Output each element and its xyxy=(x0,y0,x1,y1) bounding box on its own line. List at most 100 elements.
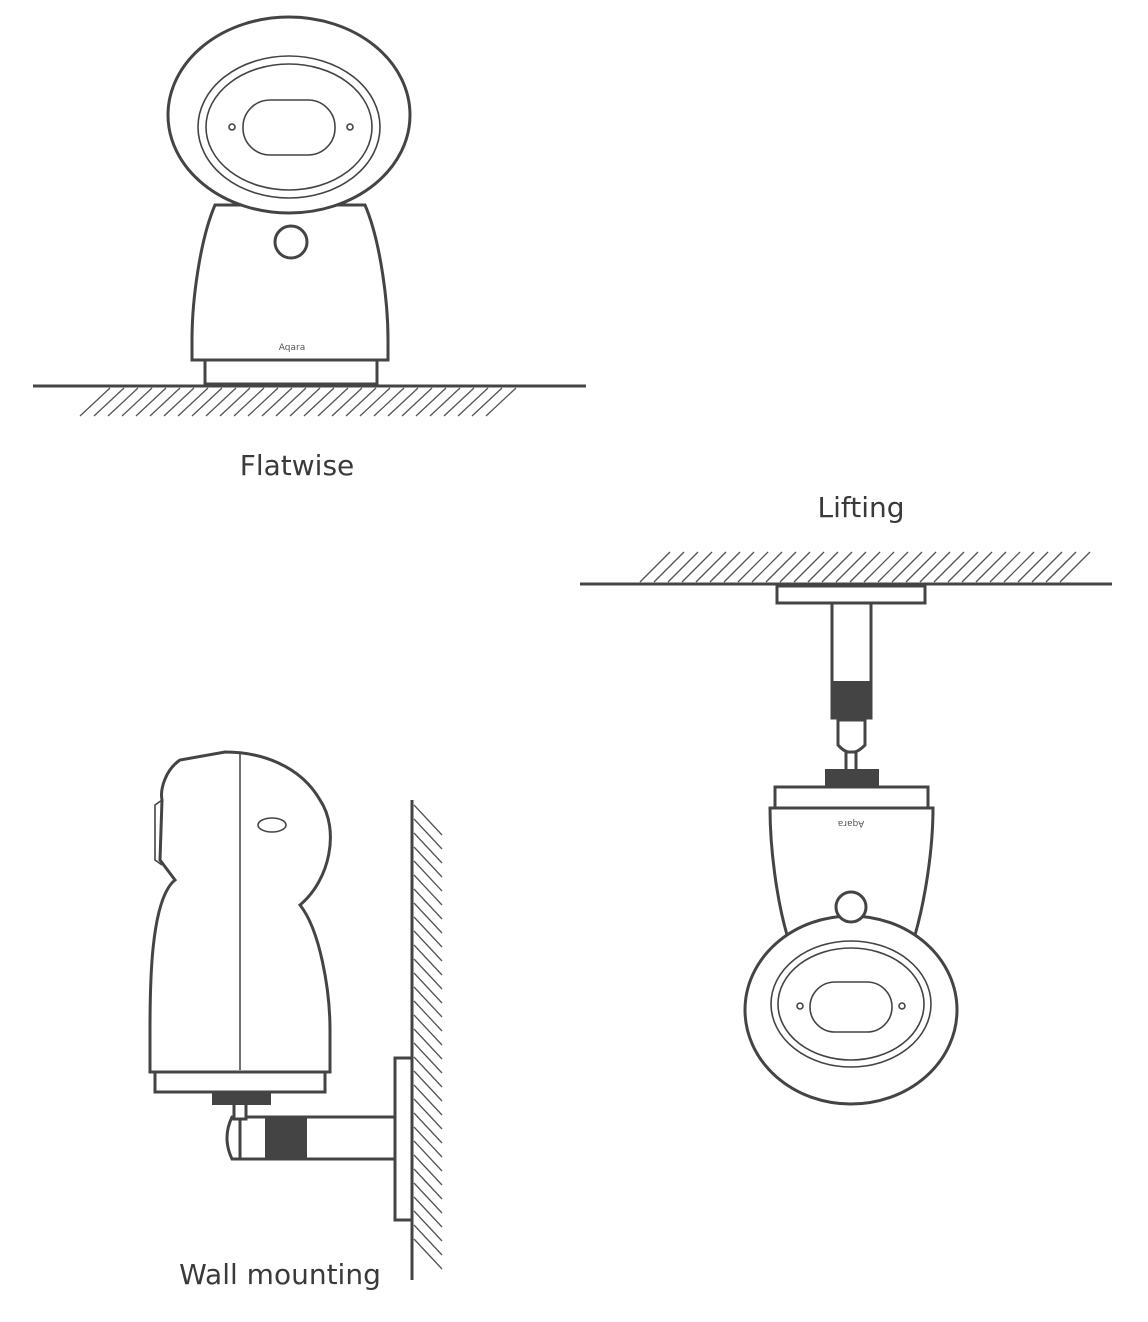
wall-mounting-illustration xyxy=(148,750,443,1280)
hatch-line xyxy=(345,387,377,417)
hatch-line xyxy=(413,1112,443,1144)
hatch-line xyxy=(413,944,443,976)
hatch-line xyxy=(413,832,443,864)
hatch-line xyxy=(429,387,461,417)
label-lifting: Lifting xyxy=(817,491,905,524)
hatch-line xyxy=(751,551,783,583)
hatch-line xyxy=(413,930,443,962)
hatch-line xyxy=(413,888,443,920)
hatch-line xyxy=(413,860,443,892)
hatch-line xyxy=(961,551,993,583)
hatch-line xyxy=(1017,551,1049,583)
lifting-illustration: Aqara xyxy=(580,551,1112,1106)
hatch-line xyxy=(233,387,265,417)
hatch-line xyxy=(1059,551,1091,583)
hatch-line xyxy=(413,972,443,1004)
hatch-line xyxy=(121,387,153,417)
hatch-line xyxy=(413,1084,443,1116)
hatch-line xyxy=(373,387,405,417)
hatch-line xyxy=(793,551,825,583)
hatch-line xyxy=(177,387,209,417)
flatwise-illustration: Aqara xyxy=(33,15,586,417)
hatch-line xyxy=(247,387,279,417)
hatch-line xyxy=(413,1140,443,1172)
label-flatwise: Flatwise xyxy=(239,449,355,482)
hatch-line xyxy=(413,1042,443,1074)
camera-head xyxy=(166,15,412,215)
hatch-line xyxy=(149,387,181,417)
hatch-line xyxy=(359,387,391,417)
hatch-line xyxy=(413,1098,443,1130)
hatch-line xyxy=(413,846,443,878)
hatch-line xyxy=(413,1210,443,1242)
hatch-line xyxy=(947,551,979,583)
hatch-line xyxy=(485,387,517,417)
mount-arm xyxy=(238,1115,397,1161)
camera-body xyxy=(190,203,390,362)
hatch-line xyxy=(413,1000,443,1032)
camera-lens xyxy=(242,99,336,156)
brand-logo-inverted: Aqara xyxy=(838,818,864,828)
hatch-line xyxy=(261,387,293,417)
hatch-line xyxy=(413,1154,443,1186)
hatch-line xyxy=(163,387,195,417)
hatch-line xyxy=(413,1182,443,1214)
side-speaker xyxy=(257,817,287,833)
hatch-line xyxy=(723,551,755,583)
hatch-line xyxy=(1003,551,1035,583)
hatch-line xyxy=(681,551,713,583)
hatch-line xyxy=(891,551,923,583)
camera-button xyxy=(834,890,868,924)
camera-base xyxy=(203,356,379,386)
hatch-line xyxy=(317,387,349,417)
hatch-line xyxy=(135,387,167,417)
hatch-line xyxy=(413,986,443,1018)
hatch-line xyxy=(933,551,965,583)
hatch-line xyxy=(975,551,1007,583)
hatch-line xyxy=(639,551,671,583)
hatch-line xyxy=(401,387,433,417)
hatch-line xyxy=(443,387,475,417)
floor-hatching xyxy=(79,387,517,417)
hatch-line xyxy=(807,551,839,583)
hatch-line xyxy=(413,1028,443,1060)
brand-logo: Aqara xyxy=(279,343,305,353)
hatch-line xyxy=(413,1056,443,1088)
hatch-line xyxy=(765,551,797,583)
hatch-line xyxy=(877,551,909,583)
hatch-line xyxy=(191,387,223,417)
hatch-line xyxy=(413,874,443,906)
hatch-line xyxy=(331,387,363,417)
hatch-line xyxy=(695,551,727,583)
hatch-line xyxy=(303,387,335,417)
hatch-line xyxy=(219,387,251,417)
hatch-line xyxy=(1045,551,1077,583)
hatch-line xyxy=(387,387,419,417)
hatch-line xyxy=(289,387,321,417)
ceiling-hatching xyxy=(639,551,1091,583)
hatch-line xyxy=(779,551,811,583)
hatch-line xyxy=(413,1168,443,1200)
camera-head xyxy=(743,914,959,1106)
hatch-line xyxy=(413,1224,443,1256)
mount-plate xyxy=(775,584,927,605)
hatch-line xyxy=(413,958,443,990)
hatch-line xyxy=(457,387,489,417)
hatch-line xyxy=(413,1238,443,1270)
camera-button xyxy=(273,224,309,260)
wall-hatching xyxy=(413,804,443,1270)
hatch-line xyxy=(107,387,139,417)
hatch-line xyxy=(413,818,443,850)
hatch-line xyxy=(205,387,237,417)
hatch-line xyxy=(919,551,951,583)
hatch-line xyxy=(905,551,937,583)
hatch-line xyxy=(653,551,685,583)
hatch-line xyxy=(849,551,881,583)
hatch-line xyxy=(737,551,769,583)
hatch-line xyxy=(413,1126,443,1158)
hatch-line xyxy=(413,804,443,836)
hatch-line xyxy=(413,1014,443,1046)
hatch-line xyxy=(413,916,443,948)
camera-lens xyxy=(809,981,893,1033)
